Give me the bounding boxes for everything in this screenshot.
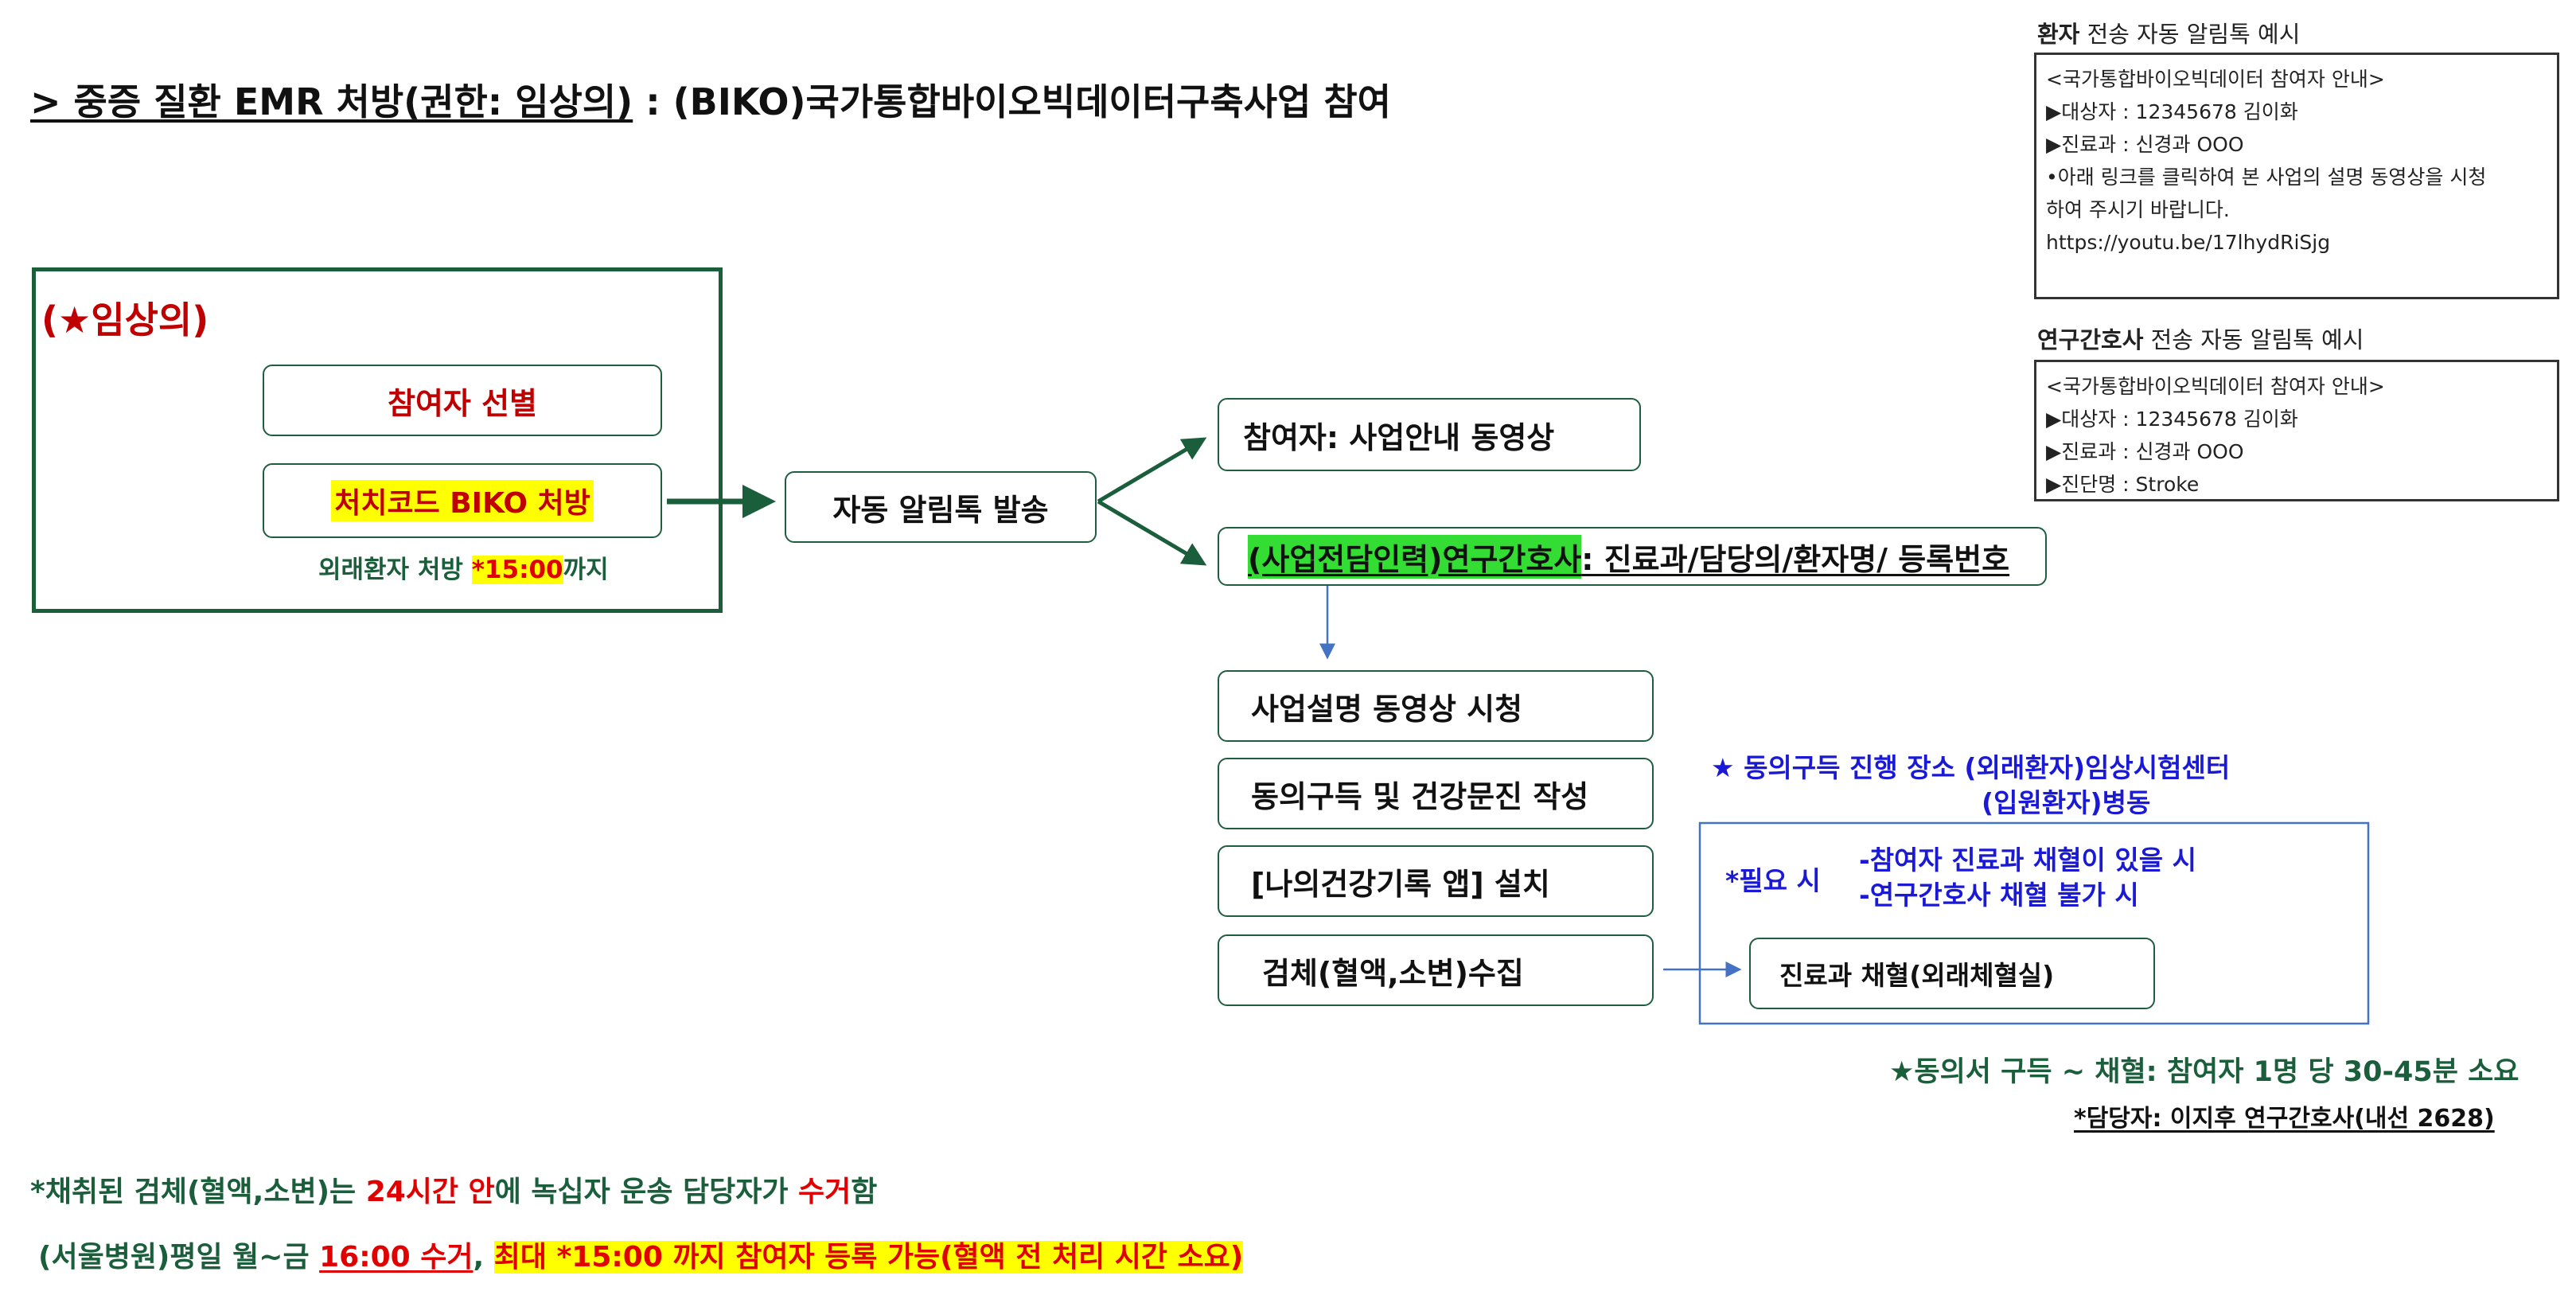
note-suffix: 까지 [563,556,609,584]
research-nurse-box: (사업전담인력)연구간호사: 진료과/담당의/환자명/ 등록번호 [1218,527,2047,586]
nurse-message-line: <국가통합바이오빅데이터 참여자 안내> [2046,375,2385,398]
consent-location-line2: (입원환자)병동 [1982,787,2151,818]
patient-message-example: <국가통합바이오빅데이터 참여자 안내> ▶대상자 : 12345678 김이화… [2034,53,2559,299]
title-suffix: : (BIKO)국가통합바이오빅데이터구축사업 참여 [633,80,1391,123]
note-time: *15:00 [471,556,563,584]
research-nurse-highlight: (사업전담인력)연구간호사 [1248,534,1582,579]
step-specimen-collection-label: 검체(혈액,소변)수집 [1262,955,1524,991]
step-consent-questionnaire-label: 동의구득 및 건강문진 작성 [1251,778,1589,814]
alimtalk-send-label: 자동 알림톡 발송 [832,492,1049,528]
if-needed-label: *필요 시 [1725,865,1821,896]
research-nurse-details: : 진료과/담당의/환자명/ 등록번호 [1581,541,2010,577]
step-watch-video-label: 사업설명 동영상 시청 [1251,691,1523,727]
nurse-message-line: ▶진료과 : 신경과 OOO [2046,440,2244,463]
patient-message-heading: 환자 전송 자동 알림톡 예시 [2037,16,2300,49]
step-specimen-collection: 검체(혈액,소변)수집 [1218,934,1654,1006]
registration-note-text: (서울병원)평일 월~금 [38,1241,320,1274]
pickup-note-text: *채취된 검체(혈액,소변)는 [30,1176,366,1208]
arrow-alimtalk-to-nurse [1097,499,1207,566]
registration-note-text: , [473,1241,494,1274]
patient-message-heading-rest: 전송 자동 알림톡 예시 [2079,21,2301,48]
blood-draw-box: 진료과 채혈(외래체혈실) [1749,938,2155,1009]
title-prefix: > 중증 질환 EMR 처방(권한: 임상의) [30,80,633,123]
patient-message-heading-bold: 환자 [2037,21,2080,48]
step-install-app: [나의건강기록 앱] 설치 [1218,845,1654,917]
note-prefix: 외래환자 처방 [318,556,472,584]
registration-note-pickup-time: 16:00 수거 [319,1241,474,1274]
outpatient-deadline-note: 외래환자 처방 *15:00까지 [318,549,609,585]
patient-message-line: 하여 주시기 바랍니다. [2046,198,2230,221]
patient-message-line: •아래 링크를 클릭하여 본 사업의 설명 동영상을 시청 [2046,166,2487,189]
patient-message-line: <국가통합바이오빅데이터 참여자 안내> [2046,68,2385,91]
biko-prescription-label: 처치코드 BIKO 처방 [331,480,594,521]
nurse-message-line: ▶대상자 : 12345678 김이화 [2046,408,2298,431]
if-needed-item-2: -연구간호사 채혈 불가 시 [1859,880,2139,911]
select-participant-label: 참여자 선별 [387,385,538,421]
page-title: > 중증 질환 EMR 처방(권한: 임상의) : (BIKO)국가통합바이오빅… [30,73,1391,126]
participant-video-box: 참여자: 사업안내 동영상 [1218,398,1641,471]
nurse-message-example: <국가통합바이오빅데이터 참여자 안내> ▶대상자 : 12345678 김이화… [2034,360,2559,501]
role-label-clinician: (★임상의) [41,298,209,341]
nurse-message-heading-bold: 연구간호사 [2037,326,2144,353]
blood-draw-label: 진료과 채혈(외래체혈실) [1779,960,2055,991]
arrow-alimtalk-to-participant [1097,437,1207,504]
patient-message-line: ▶대상자 : 12345678 김이화 [2046,100,2298,123]
if-needed-frame [1698,821,2370,1025]
pickup-note-deadline: 24시간 안 [365,1176,495,1208]
participant-video-label: 참여자: 사업안내 동영상 [1243,419,1555,455]
step-consent-questionnaire: 동의구득 및 건강문진 작성 [1218,758,1654,829]
duration-note: ★동의서 구득 ~ 채혈: 참여자 1명 당 30-45분 소요 [1889,1056,2519,1088]
pickup-note-text: 에 녹십자 운송 담당자가 [494,1176,799,1208]
if-needed-item-1: -참여자 진료과 채혈이 있을 시 [1859,844,2196,876]
consent-location-line1: ★ 동의구득 진행 장소 (외래환자)임상시험센터 [1711,752,2231,783]
patient-message-line: ▶진료과 : 신경과 OOO [2046,133,2244,156]
specimen-pickup-note: *채취된 검체(혈액,소변)는 24시간 안에 녹십자 운송 담당자가 수거함 [30,1168,877,1210]
step-watch-video: 사업설명 동영상 시청 [1218,670,1654,742]
biko-prescription-box: 처치코드 BIKO 처방 [263,463,662,538]
alimtalk-send-box: 자동 알림톡 발송 [785,471,1097,543]
patient-message-link[interactable]: https://youtu.be/17lhydRiSjg [2046,231,2331,254]
nurse-message-heading: 연구간호사 전송 자동 알림톡 예시 [2037,322,2364,355]
clinician-panel [32,267,723,613]
nurse-message-line: ▶진단명 : Stroke [2046,473,2200,496]
pickup-note-action: 수거 [798,1176,852,1208]
nurse-message-heading-rest: 전송 자동 알림톡 예시 [2143,326,2364,353]
step-install-app-label: [나의건강기록 앱] 설치 [1251,866,1550,902]
contact-note: *담당자: 이지후 연구간호사(내선 2628) [2074,1105,2495,1133]
registration-deadline-note: (서울병원)평일 월~금 16:00 수거, 최대 *15:00 까지 참여자 … [38,1234,1244,1275]
select-participant-box: 참여자 선별 [263,365,662,436]
pickup-note-text: 함 [851,1176,878,1208]
registration-note-deadline: 최대 *15:00 까지 참여자 등록 가능(혈액 전 처리 시간 소요) [493,1241,1244,1274]
